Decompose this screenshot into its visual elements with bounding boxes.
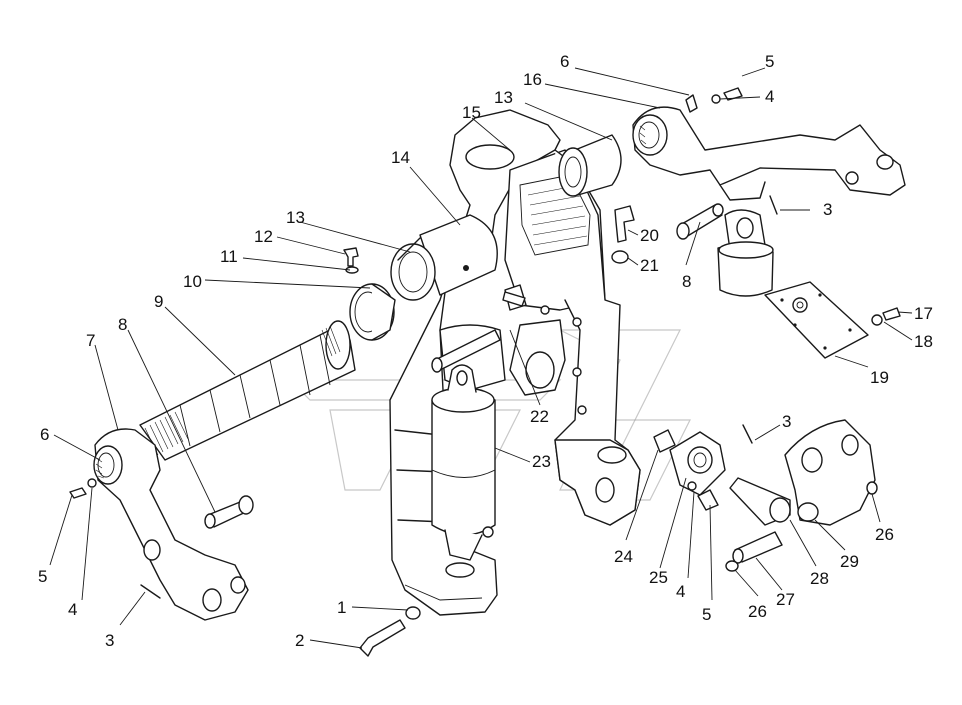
bolt-12-washer-11 xyxy=(343,247,359,274)
callout-22: 22 xyxy=(530,407,549,426)
callout-29: 29 xyxy=(840,552,859,571)
callout-5: 5 xyxy=(765,52,774,71)
callout-12: 12 xyxy=(254,227,273,246)
callout-14: 14 xyxy=(391,148,410,167)
callout-3: 3 xyxy=(823,200,832,219)
splined-shaft-9 xyxy=(139,320,356,461)
callout-26: 26 xyxy=(875,525,894,544)
callout-7: 7 xyxy=(86,331,95,350)
callout-17: 17 xyxy=(914,304,933,323)
seal-ring-10 xyxy=(349,283,396,341)
callout-5: 5 xyxy=(702,605,711,624)
callout-5: 5 xyxy=(38,567,47,586)
callout-3: 3 xyxy=(105,631,114,650)
upper-bolt-set xyxy=(685,87,778,215)
callout-27: 27 xyxy=(776,590,795,609)
callout-3: 3 xyxy=(782,412,791,431)
callout-6: 6 xyxy=(40,425,49,444)
callout-18: 18 xyxy=(914,332,933,351)
callout-21: 21 xyxy=(640,256,659,275)
callout-8: 8 xyxy=(682,272,691,291)
callout-labels: 1 2 3 3 3 4 4 4 5 5 5 6 6 7 8 8 9 10 11 … xyxy=(38,52,933,650)
hydraulic-cylinder xyxy=(431,364,496,561)
grease-fitting xyxy=(502,291,526,307)
callout-19: 19 xyxy=(870,368,889,387)
pin-22 xyxy=(431,329,501,373)
pin-8-left xyxy=(204,495,254,529)
cover-plate-19 xyxy=(764,281,869,359)
callout-11: 11 xyxy=(220,247,238,266)
callout-13: 13 xyxy=(286,208,305,227)
callout-4: 4 xyxy=(676,582,685,601)
callout-28: 28 xyxy=(810,569,829,588)
callout-6: 6 xyxy=(560,52,569,71)
callout-23: 23 xyxy=(532,452,551,471)
callout-16: 16 xyxy=(523,70,542,89)
callout-1: 1 xyxy=(337,598,346,617)
callout-10: 10 xyxy=(183,272,202,291)
bushing-upper-13 xyxy=(558,134,622,197)
callout-26: 26 xyxy=(748,602,767,621)
leader-lines xyxy=(49,67,913,649)
callout-25: 25 xyxy=(649,568,668,587)
bolt-20-washer-21 xyxy=(611,205,635,264)
callout-4: 4 xyxy=(68,600,77,619)
cotter-pin-3-left xyxy=(140,584,161,599)
callout-15: 15 xyxy=(462,103,481,122)
callout-8: 8 xyxy=(118,315,127,334)
callout-4: 4 xyxy=(765,87,774,106)
lower-right-assembly xyxy=(653,419,878,572)
clevis-block xyxy=(717,209,774,297)
bolt-5-left xyxy=(69,487,87,499)
bushing-13-14 xyxy=(390,214,498,301)
pin-8-upper xyxy=(676,203,724,240)
callout-9: 9 xyxy=(154,292,163,311)
left-lever-7 xyxy=(87,428,249,621)
callout-24: 24 xyxy=(614,547,633,566)
bolt-2-washer-1 xyxy=(359,606,421,657)
bolt-17-washer-18 xyxy=(871,307,901,326)
upper-lever-16 xyxy=(632,106,906,201)
callout-20: 20 xyxy=(640,226,659,245)
callout-2: 2 xyxy=(295,631,304,650)
callout-13: 13 xyxy=(494,88,513,107)
